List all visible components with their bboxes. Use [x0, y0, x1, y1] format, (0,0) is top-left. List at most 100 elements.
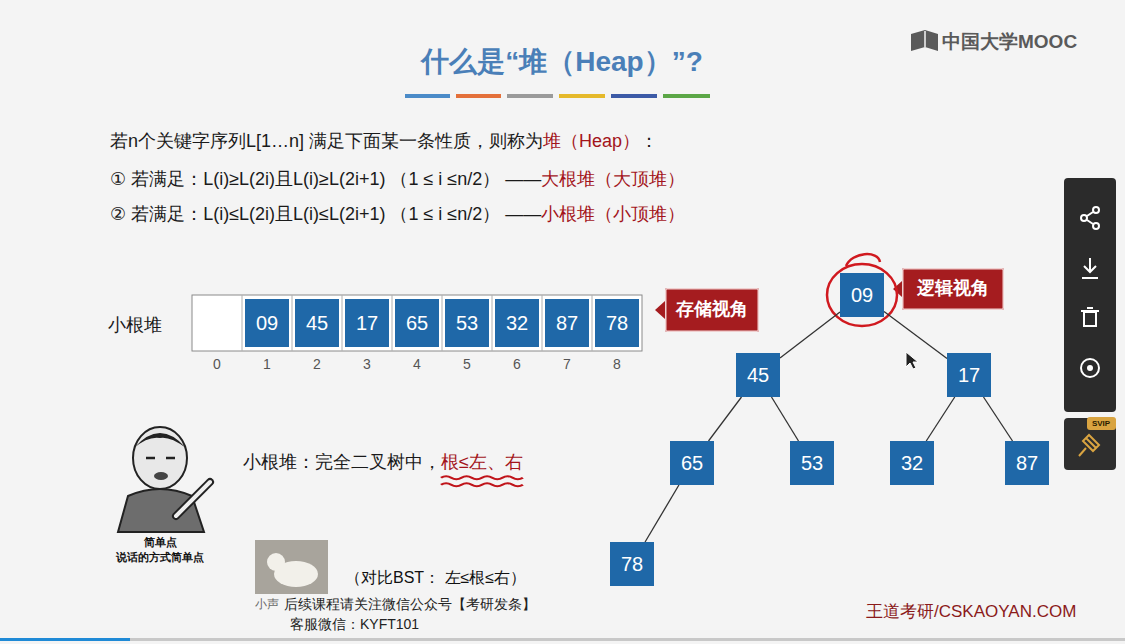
- bar-segment: [456, 94, 501, 98]
- node-text: 09: [256, 311, 278, 335]
- bar-segment: [405, 94, 450, 98]
- figure-head: [133, 427, 187, 489]
- node-text: 53: [456, 311, 478, 335]
- array-index: 6: [513, 356, 521, 373]
- wavy-line: [441, 483, 523, 486]
- node-text: 78: [606, 311, 628, 335]
- watermark: 后续课程请关注微信公众号【考研发条】: [284, 596, 536, 613]
- array-cell: 65: [395, 299, 439, 347]
- highlight-curl: [846, 254, 880, 266]
- wavy-line: [441, 476, 523, 479]
- node-text: 17: [356, 311, 378, 335]
- bar-segment: [611, 94, 657, 98]
- highlight-text: 根≤左、右: [441, 452, 523, 474]
- callout-box: 逻辑视角: [902, 268, 1004, 310]
- mouse-cursor: [906, 352, 918, 369]
- icon-part: [1084, 312, 1096, 326]
- delete-icon: [1081, 308, 1099, 326]
- logo-text: 中国大学MOOC: [942, 31, 1077, 54]
- tree-node: 87: [1005, 441, 1049, 485]
- node-text: 32: [506, 311, 528, 335]
- progress-track: [0, 638, 1125, 641]
- highlight-text: 小根堆（小顶堆）: [541, 204, 685, 226]
- figure-mouth: [154, 472, 168, 480]
- tree-edge: [780, 312, 840, 358]
- body-text: ：: [640, 131, 658, 153]
- brand-watermark: 王道考研/CSKAOYAN.COM: [866, 602, 1076, 622]
- array-cell: 17: [345, 299, 389, 347]
- tree-edge: [984, 397, 1013, 441]
- badge-text: SVIP: [1092, 419, 1110, 429]
- bar-segment: [507, 94, 553, 98]
- slide-title: 什么是“堆（Heap）”?: [421, 45, 703, 79]
- callout-box: 存储视角: [665, 288, 759, 332]
- definition-line: 若n个关键字序列L[1…n] 满足下面某一条性质，则称为堆（Heap）：: [110, 131, 658, 153]
- cat-thumbnail: [255, 540, 328, 594]
- array-index: 2: [313, 356, 321, 373]
- tree-edge: [709, 397, 742, 441]
- logo-book: [911, 30, 938, 51]
- watermark: 客服微信：KYFT101: [290, 616, 419, 633]
- array-cell: 09: [245, 299, 289, 347]
- array-index: 1: [263, 356, 271, 373]
- bar-segment: [559, 94, 605, 98]
- node-text: 09: [851, 283, 873, 307]
- tree-edge: [645, 485, 679, 542]
- red-underline: [441, 476, 523, 486]
- definition-line: ② 若满足：L(i)≤L(2i)且L(i)≤L(2i+1) （1 ≤ i ≤n/…: [110, 204, 685, 226]
- side-toolbar: [1064, 178, 1116, 470]
- tree-node: 09: [840, 273, 884, 317]
- callout-pointer: [655, 301, 665, 319]
- node-text: 65: [681, 451, 703, 475]
- svip-badge: [1087, 417, 1116, 430]
- share-icon: [1081, 207, 1099, 229]
- array-index: 5: [463, 356, 471, 373]
- figure-stick: [176, 482, 210, 516]
- array-outline: [192, 295, 642, 351]
- tree-edge: [926, 397, 955, 441]
- icon-part: [1087, 212, 1093, 224]
- body-text: ① 若满足：L(i)≥L(2i)且L(i)≥L(2i+1) （1 ≤ i ≤n/…: [110, 169, 541, 191]
- icon-part: [1093, 223, 1099, 229]
- title-color-bar: [405, 94, 710, 98]
- figure-stick: [176, 482, 210, 516]
- body-text: 若n个关键字序列L[1…n] 满足下面某一条性质，则称为: [110, 131, 543, 153]
- tree-edge: [884, 311, 947, 358]
- node-text: 87: [556, 311, 578, 335]
- toolbar-panel: [1064, 178, 1116, 412]
- icon-part: [1081, 359, 1099, 377]
- node-text: 45: [306, 311, 328, 335]
- target-icon: [1081, 359, 1099, 377]
- node-text: 87: [1016, 451, 1038, 475]
- logo-spine: [924, 31, 926, 47]
- array-label: 小根堆: [108, 315, 162, 337]
- tree-node: 32: [890, 441, 934, 485]
- array-index: 7: [563, 356, 571, 373]
- logo-icon: [911, 30, 938, 51]
- array-cell: 32: [495, 299, 539, 347]
- node-text: 45: [747, 363, 769, 387]
- meme-caption: 说话的方式简单点: [116, 551, 204, 564]
- figure-eyes: [146, 457, 175, 460]
- icon-part: [1081, 215, 1087, 221]
- tree-node: 17: [947, 353, 991, 397]
- array-dividers: [242, 295, 592, 351]
- pin-icon: [1079, 435, 1099, 456]
- tree-node: 78: [610, 542, 654, 586]
- body-text: 小根堆：完全二叉树中，: [243, 452, 441, 474]
- node-text: 78: [621, 552, 643, 576]
- figure-hair: [134, 433, 186, 448]
- highlight-text: 堆（Heap）: [543, 131, 640, 153]
- download-icon: [1082, 258, 1098, 278]
- overlay-text: 小声: [255, 597, 279, 611]
- array-cell: 53: [445, 299, 489, 347]
- meme-figure: [118, 427, 210, 532]
- array-cell: 45: [295, 299, 339, 347]
- array-cell: 78: [595, 299, 639, 347]
- comparison-note: （对比BST： 左≤根≤右）: [345, 568, 526, 587]
- array-cell: 87: [545, 299, 589, 347]
- node-text: 存储视角: [676, 299, 748, 321]
- tree-node: 65: [670, 441, 714, 485]
- array-index: 8: [613, 356, 621, 373]
